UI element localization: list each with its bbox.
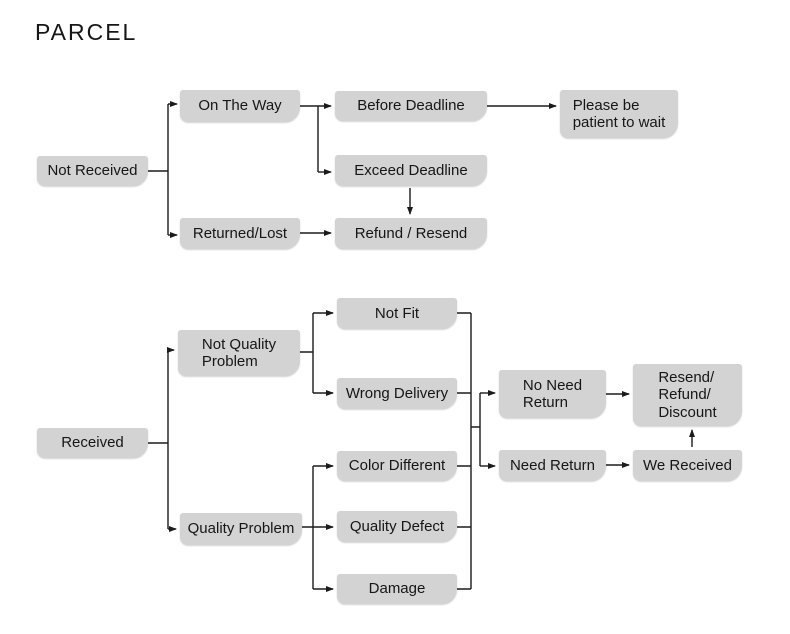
node-label: Color Different [348, 457, 446, 475]
edge-not-received-bracket [148, 104, 169, 235]
node-label: No Need Return [522, 376, 583, 411]
node-received: Received [37, 428, 148, 458]
node-need-return: Need Return [499, 450, 606, 481]
node-resend-refund-discount: Resend/ Refund/ Discount [633, 364, 742, 426]
node-label: Need Return [509, 456, 596, 474]
edge-received-bracket [148, 350, 169, 529]
node-label: We Received [643, 456, 732, 474]
node-exceed-deadline: Exceed Deadline [335, 155, 487, 186]
node-label: Damage [368, 580, 426, 598]
edge-collector-line [457, 312, 472, 590]
node-label: Refund / Resend [354, 224, 468, 242]
node-returned-lost: Returned/Lost [180, 218, 300, 249]
node-quality-defect: Quality Defect [337, 511, 457, 542]
node-refund-resend: Refund / Resend [335, 218, 487, 249]
node-damage: Damage [337, 574, 457, 604]
node-label: Please be patient to wait [572, 96, 666, 131]
node-label: Wrong Delivery [345, 384, 449, 402]
node-color-different: Color Different [337, 451, 457, 481]
node-please-wait: Please be patient to wait [560, 90, 678, 138]
node-label: Quality Defect [349, 517, 445, 535]
node-not-quality-problem: Not Quality Problem [178, 330, 300, 376]
node-label: Received [61, 434, 124, 452]
node-label: Returned/Lost [192, 224, 288, 242]
node-label: Before Deadline [357, 97, 465, 115]
node-before-deadline: Before Deadline [335, 91, 487, 121]
node-label: Resend/ Refund/ Discount [658, 369, 717, 421]
node-label: Not Received [47, 162, 138, 180]
node-not-fit: Not Fit [337, 298, 457, 329]
node-label: On The Way [198, 97, 282, 115]
node-label: Exceed Deadline [354, 161, 468, 179]
node-not-received: Not Received [37, 156, 148, 186]
node-label: Not Fit [374, 304, 420, 322]
node-on-the-way: On The Way [180, 90, 300, 122]
node-no-need-return: No Need Return [499, 370, 606, 418]
page-title: PARCEL [35, 19, 138, 45]
node-label: Quality Problem [187, 520, 295, 538]
edge-nqp-bracket [300, 313, 314, 393]
edge-qp-bracket [302, 466, 314, 589]
node-quality-problem: Quality Problem [180, 513, 302, 545]
node-we-received: We Received [633, 450, 742, 481]
node-label: Not Quality Problem [201, 335, 277, 370]
edge-return-bracket [471, 393, 481, 466]
node-wrong-delivery: Wrong Delivery [337, 378, 457, 409]
